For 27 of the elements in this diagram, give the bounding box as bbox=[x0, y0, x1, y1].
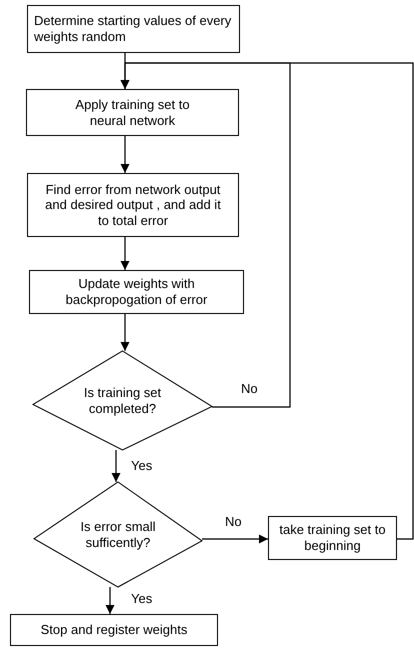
arrow bbox=[120, 136, 130, 173]
process-text: take training set to beginning bbox=[278, 522, 387, 554]
arrow bbox=[120, 314, 130, 351]
decision-diamond bbox=[34, 482, 202, 587]
process-box bbox=[27, 5, 240, 53]
process-text: Find error from network output and desired output , and add it to total error bbox=[44, 182, 222, 228]
decision-diamond bbox=[33, 351, 212, 450]
arrow bbox=[120, 62, 414, 540]
process-box bbox=[268, 516, 397, 560]
edge-label: No bbox=[224, 514, 243, 529]
process-box bbox=[29, 270, 244, 314]
process-text: Stop and register weights bbox=[40, 622, 188, 638]
process-box bbox=[26, 89, 239, 136]
arrow bbox=[120, 237, 130, 270]
edge-label: No bbox=[240, 381, 259, 396]
process-text: Apply training set to neural network bbox=[74, 96, 191, 128]
arrow bbox=[106, 587, 114, 614]
edge-label: Yes bbox=[130, 591, 154, 606]
arrow bbox=[202, 534, 268, 544]
process-text: Update weights with backpropogation of error bbox=[64, 276, 208, 308]
process-text: Determine starting values of every weights random bbox=[34, 13, 232, 45]
arrow bbox=[112, 450, 120, 482]
decision-text: Is training set completed? bbox=[82, 384, 162, 416]
edge-label: Yes bbox=[130, 458, 154, 473]
process-box bbox=[27, 173, 239, 237]
decision-text: Is error small sufficently? bbox=[80, 518, 156, 550]
process-box bbox=[10, 614, 218, 646]
